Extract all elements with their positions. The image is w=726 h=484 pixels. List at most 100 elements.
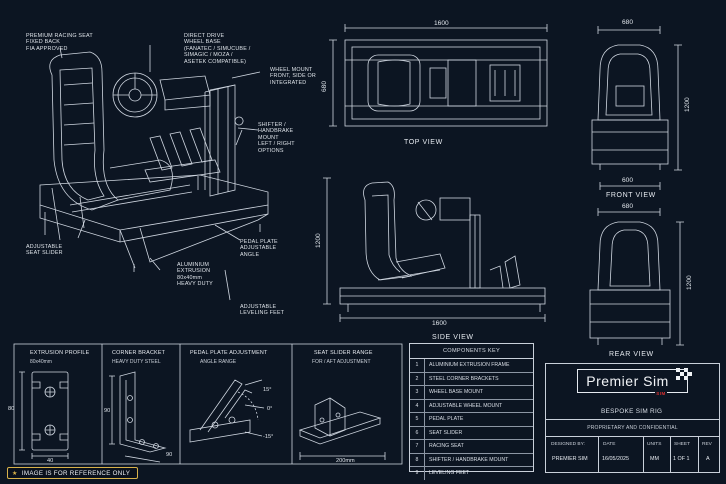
pedal-angle-up: 15° xyxy=(263,387,272,393)
bracket-title: CORNER BRACKET xyxy=(112,350,166,356)
top-view-title: TOP VIEW xyxy=(404,139,443,146)
date-label: DATE xyxy=(603,442,616,447)
key-row-number: 2 xyxy=(410,372,425,385)
key-row-number: 7 xyxy=(410,440,425,453)
rear-view-width-dim: 680 xyxy=(622,203,634,210)
slider-range-sub: FOR / AFT ADJUSTMENT xyxy=(312,359,371,365)
rev-value: A xyxy=(706,456,710,462)
key-row-label: PEDAL PLATE xyxy=(429,416,464,423)
components-key-title: COMPONENTS KEY xyxy=(410,344,533,359)
confidential-note: PROPRIETARY AND CONFIDENTIAL xyxy=(587,425,678,431)
key-row: 1 ALUMINIUM EXTRUSION FRAME xyxy=(410,359,533,373)
key-row: 4 ADJUSTABLE WHEEL MOUNT xyxy=(410,399,533,413)
slider-range-dim: 200mm xyxy=(336,458,355,464)
key-row: 9 LEVELING FEET xyxy=(410,467,533,480)
key-row-label: SHIFTER / HANDBRAKE MOUNT xyxy=(429,456,509,463)
pedal-adjust-title: PEDAL PLATE ADJUSTMENT xyxy=(190,350,268,356)
key-row-number: 4 xyxy=(410,399,425,412)
key-row-number: 1 xyxy=(410,359,425,372)
pedal-angle-down: -15° xyxy=(263,434,274,440)
brand-logo-box: Premier Sim SIM xyxy=(577,369,688,396)
side-view-width-dim: 1600 xyxy=(432,320,447,327)
tb-col-2 xyxy=(643,436,644,472)
units-label: UNITS xyxy=(647,442,662,447)
key-row-label: ADJUSTABLE WHEEL MOUNT xyxy=(429,402,503,409)
date-value: 16/05/2025 xyxy=(602,456,629,462)
profile-height-dim: 80 xyxy=(8,406,15,412)
rev-label: REV xyxy=(702,442,712,447)
top-view-drawing xyxy=(329,24,548,127)
front-view-title: FRONT VIEW xyxy=(606,192,656,199)
front-view-height-dim: 1200 xyxy=(684,97,691,112)
profile-title: EXTRUSION PROFILE xyxy=(30,350,90,356)
bracket-width-dim: 90 xyxy=(166,452,173,458)
star-icon: ★ xyxy=(12,469,18,477)
key-row: 7 RACING SEAT xyxy=(410,440,533,454)
key-row-label: SEAT SLIDER xyxy=(429,429,463,436)
front-view-width-dim: 680 xyxy=(622,19,634,26)
key-row-number: 9 xyxy=(410,467,425,480)
bracket-height-dim: 90 xyxy=(104,408,111,414)
sheet-label: SHEET xyxy=(674,442,690,447)
units-value: MM xyxy=(650,456,659,462)
project-title: BESPOKE SIM RIG xyxy=(601,408,663,415)
pedal-adjust-sub: ANGLE RANGE xyxy=(200,359,237,365)
side-view-drawing xyxy=(323,177,546,322)
brand-tag: SIM xyxy=(655,391,667,396)
tb-col-1 xyxy=(598,436,599,472)
front-view-drawing xyxy=(591,26,682,190)
top-view-depth-dim: 680 xyxy=(321,80,328,92)
sheet-value: 1 OF 1 xyxy=(673,456,690,462)
key-row-label: ALUMINIUM EXTRUSION FRAME xyxy=(429,362,510,369)
tb-col-3 xyxy=(670,436,671,472)
designed-value: PREMIER SIM xyxy=(552,456,588,462)
tb-col-4 xyxy=(698,436,699,472)
key-row-label: STEEL CORNER BRACKETS xyxy=(429,375,499,382)
designed-label: DESIGNED BY: xyxy=(551,442,585,447)
key-row: 2 STEEL CORNER BRACKETS xyxy=(410,372,533,386)
side-view-height-dim: 1200 xyxy=(315,233,322,248)
top-view-width-dim: 1600 xyxy=(434,20,449,27)
key-row-label: RACING SEAT xyxy=(429,443,464,450)
components-key-rows: 1 ALUMINIUM EXTRUSION FRAME 2 STEEL CORNER … xyxy=(410,359,533,480)
title-block: Premier Sim SIM BESPOKE SIM RIG PROPRIET… xyxy=(545,363,720,473)
rear-view-title: REAR VIEW xyxy=(609,351,654,358)
front-view-base-dim: 600 xyxy=(622,177,634,184)
profile-sub: 80x40mm xyxy=(30,359,52,365)
logo-checker-flag xyxy=(676,368,692,380)
reference-note-text: IMAGE IS FOR REFERENCE ONLY xyxy=(21,469,131,477)
rear-view-height-dim: 1200 xyxy=(686,275,693,290)
isometric-rig xyxy=(39,45,269,301)
rear-view-drawing xyxy=(589,208,684,346)
key-row-label: WHEEL BASE MOUNT xyxy=(429,389,483,396)
brand-logo: Premier Sim SIM xyxy=(546,364,719,398)
profile-width-dim: 40 xyxy=(47,458,54,464)
side-view-title: SIDE VIEW xyxy=(432,334,474,341)
key-row: 5 PEDAL PLATE xyxy=(410,413,533,427)
bracket-sub: HEAVY DUTY STEEL xyxy=(112,359,161,365)
slider-range-title: SEAT SLIDER RANGE xyxy=(314,350,373,356)
key-row-number: 5 xyxy=(410,413,425,426)
key-row-number: 6 xyxy=(410,426,425,439)
detail-panels xyxy=(13,343,403,465)
components-key: COMPONENTS KEY 1 ALUMINIUM EXTRUSION FRAM… xyxy=(409,343,534,480)
brand-name: Premier Sim xyxy=(586,373,669,389)
tb-divider-2 xyxy=(546,436,719,437)
key-row-number: 8 xyxy=(410,453,425,466)
tb-divider-1 xyxy=(546,419,719,420)
key-row: 8 SHIFTER / HANDBRAKE MOUNT xyxy=(410,453,533,467)
pedal-angle-zero: 0° xyxy=(267,406,273,412)
key-row: 6 SEAT SLIDER xyxy=(410,426,533,440)
key-row-label: LEVELING FEET xyxy=(429,470,470,477)
